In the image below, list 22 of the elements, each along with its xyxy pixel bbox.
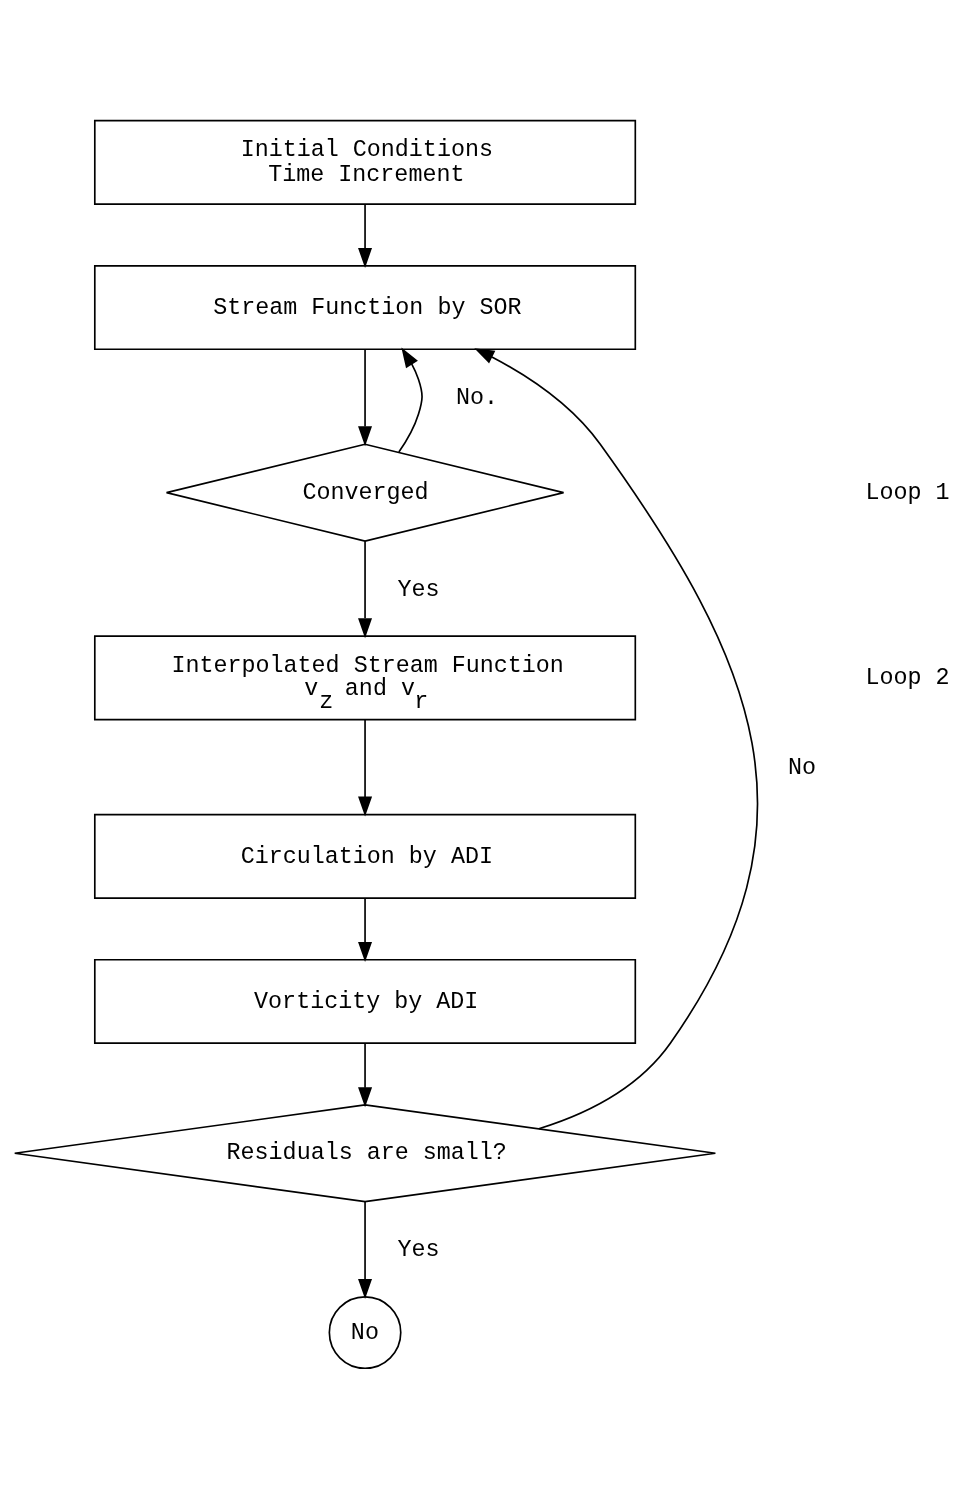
- edge-label: Yes: [397, 1236, 440, 1263]
- node-box: Vorticity by ADI: [93, 958, 637, 1044]
- arrow: [358, 202, 373, 268]
- arrow: [358, 1042, 373, 1107]
- edge-label: No.: [455, 384, 498, 411]
- node-diamond: Residuals are small?: [13, 1103, 717, 1202]
- arrow: [474, 347, 759, 1130]
- arrow: [398, 346, 423, 453]
- edge-label: No: [787, 754, 816, 781]
- arrow: [358, 896, 373, 962]
- arrow: [358, 1200, 373, 1299]
- edge-label: Yes: [397, 576, 440, 603]
- arrow: [358, 539, 373, 638]
- node-box: Circulation by ADI: [93, 813, 637, 899]
- label: Loop 1: [865, 479, 950, 506]
- label: Loop 2: [865, 664, 950, 691]
- node-diamond: Converged: [165, 442, 565, 542]
- node-box: Stream Function by SOR: [93, 264, 637, 350]
- node-box: Initial Conditions Time Increment: [93, 119, 637, 205]
- arrow: [358, 348, 373, 446]
- arrow: [358, 718, 373, 817]
- node-circle: No: [328, 1295, 402, 1369]
